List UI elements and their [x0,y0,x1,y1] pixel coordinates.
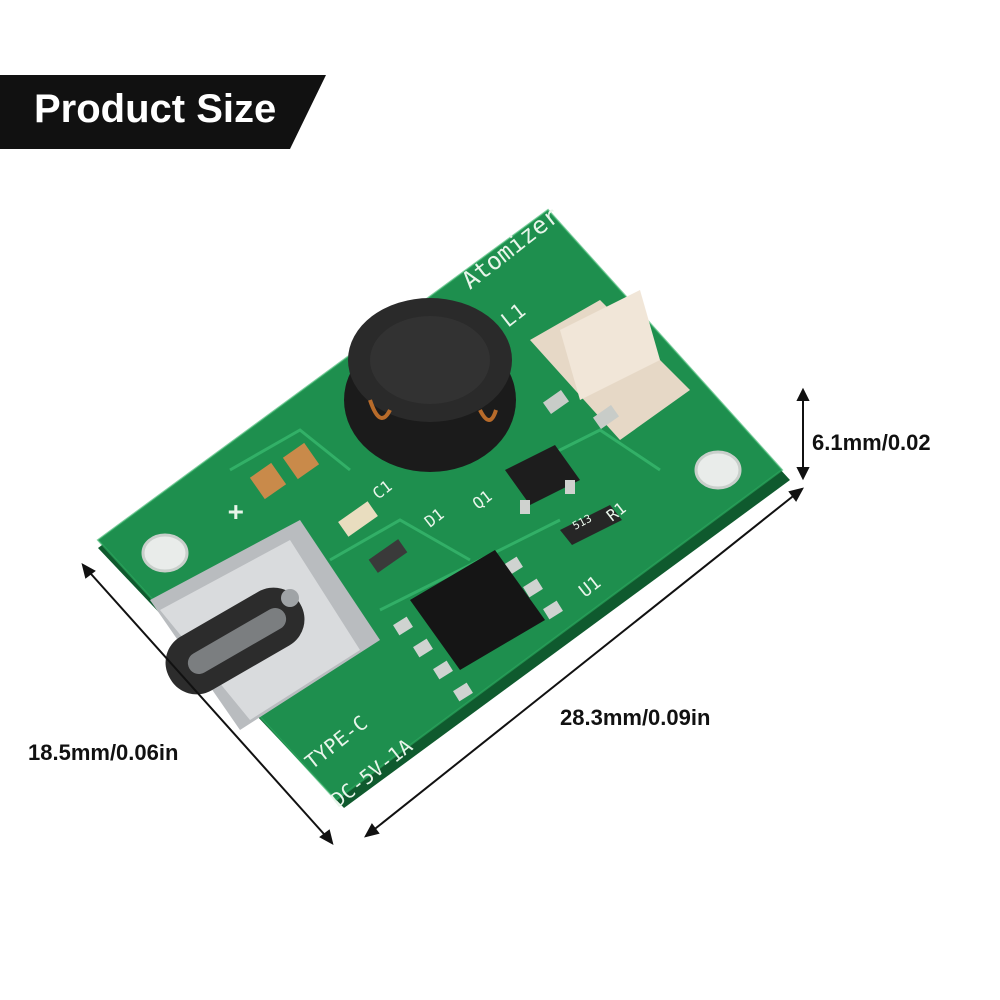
silk-plus: + [228,497,244,527]
capacitor-c1 [338,501,378,537]
pad-plus [249,462,287,500]
banner-title: Product Size [34,87,277,131]
length-dimension-label: 28.3mm/0.09in [560,705,711,730]
dimension-lines [81,387,810,845]
connector-icon [530,290,690,440]
inductor-icon [344,298,516,472]
diode-d1 [368,539,408,573]
pad-minus [282,442,320,480]
height-dimension-label: 6.1mm/0.02 [812,430,931,455]
mounting-hole-left [141,533,189,573]
mounting-hole-right [694,450,742,490]
width-dimension-label: 18.5mm/0.06in [28,740,179,765]
usb-c-port-icon [150,520,380,730]
transistor-icon [505,445,580,514]
product-size-banner: Product Size [0,75,326,149]
chip-icon [393,550,563,702]
banner-shape [0,75,326,149]
width-dimension-line [82,564,333,844]
resistor-icon: 513 [560,505,622,545]
length-dimension-line [365,488,803,837]
pcb-traces [229,428,661,612]
